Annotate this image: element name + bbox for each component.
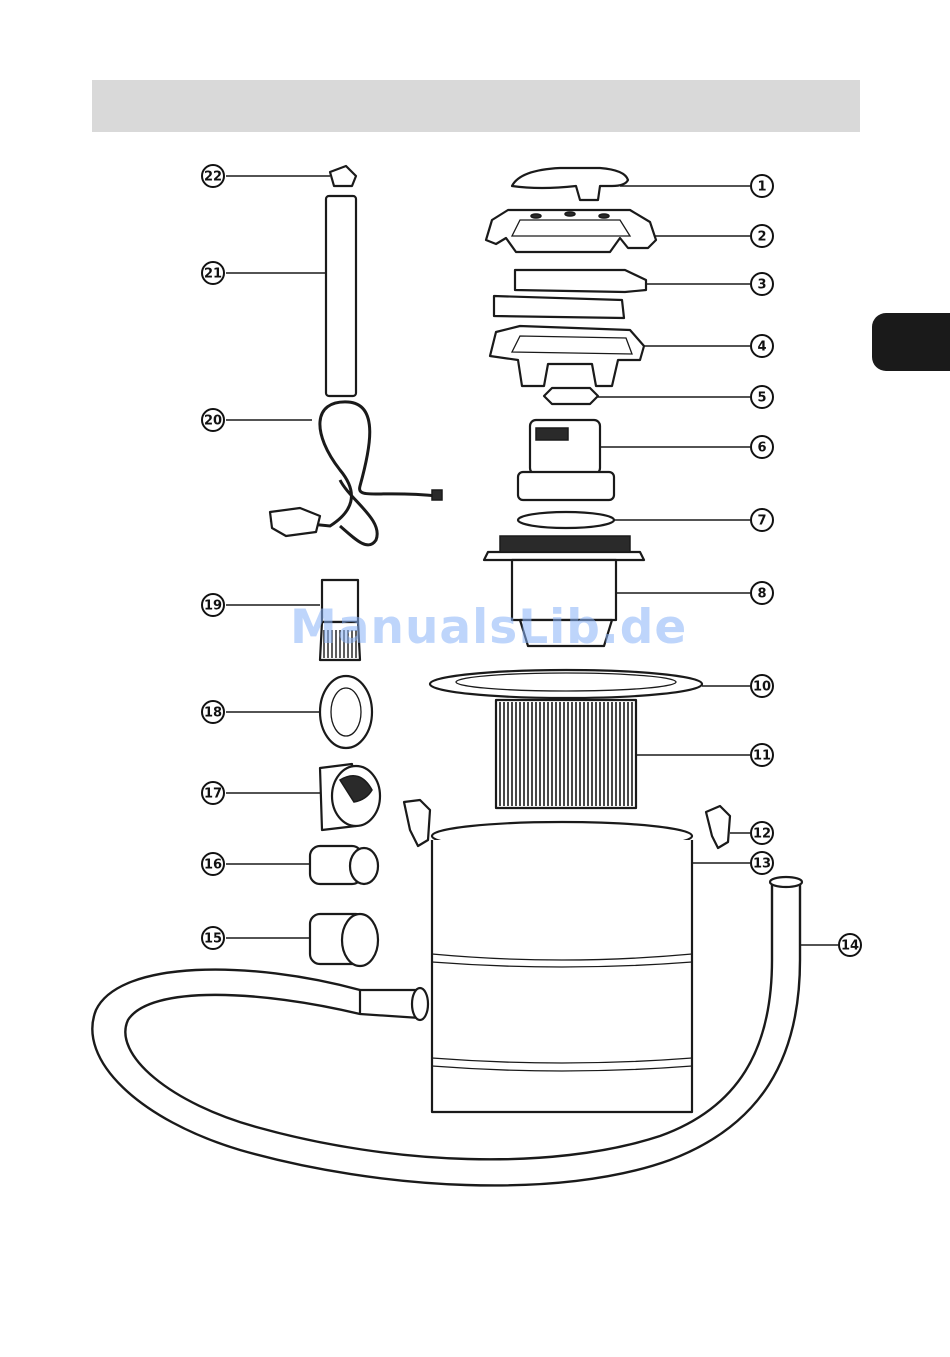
callout-label: 22	[204, 170, 222, 185]
callout-label: 13	[753, 857, 771, 872]
callout-21: 21	[202, 262, 224, 284]
part-connector	[544, 388, 598, 404]
callout-11: 11	[751, 744, 773, 766]
watermark-text: ManualsLib.de	[290, 600, 687, 655]
callout-3: 3	[751, 273, 773, 295]
callout-2: 2	[751, 225, 773, 247]
part-container-drum	[432, 822, 692, 1112]
callout-label: 16	[204, 858, 222, 873]
callout-label: 8	[757, 587, 766, 602]
callout-14: 14	[839, 934, 861, 956]
part-inlet-flange	[320, 764, 380, 830]
part-ring-adapter	[320, 676, 372, 748]
callout-label: 19	[204, 599, 222, 614]
callout-label: 11	[753, 749, 771, 764]
callout-label: 14	[841, 939, 859, 954]
callout-label: 2	[757, 230, 766, 245]
callout-label: 1	[757, 180, 766, 195]
part-end-cap	[330, 166, 356, 186]
callout-label: 3	[757, 278, 766, 293]
callout-label: 4	[757, 340, 766, 355]
callout-13: 13	[751, 852, 773, 874]
callout-6: 6	[751, 436, 773, 458]
callout-1: 1	[751, 175, 773, 197]
callout-label: 21	[204, 267, 222, 282]
callout-label: 10	[753, 680, 771, 695]
callout-19: 19	[202, 594, 224, 616]
callout-label: 5	[757, 391, 766, 406]
callout-label: 12	[753, 827, 771, 842]
callout-label: 15	[204, 932, 222, 947]
callout-7: 7	[751, 509, 773, 531]
part-power-cable	[270, 402, 442, 545]
part-flat-ring	[430, 670, 702, 698]
part-coupling	[310, 846, 378, 884]
part-cartridge-filter	[496, 700, 636, 808]
callout-10: 10	[751, 675, 773, 697]
callout-label: 18	[204, 706, 222, 721]
part-top-cover	[486, 210, 656, 252]
callout-17: 17	[202, 782, 224, 804]
part-motor	[518, 420, 614, 500]
part-ring-seal	[518, 512, 614, 528]
callout-4: 4	[751, 335, 773, 357]
callout-label: 6	[757, 441, 766, 456]
part-handle	[512, 168, 628, 200]
part-foam-filters	[494, 270, 646, 318]
callout-12: 12	[751, 822, 773, 844]
callout-15: 15	[202, 927, 224, 949]
callout-20: 20	[202, 409, 224, 431]
callout-label: 20	[204, 414, 222, 429]
part-extension-tube	[326, 196, 356, 396]
callout-18: 18	[202, 701, 224, 723]
callout-8: 8	[751, 582, 773, 604]
callout-label: 17	[204, 787, 222, 802]
callout-16: 16	[202, 853, 224, 875]
part-coupling-large	[310, 914, 378, 966]
callout-22: 22	[202, 165, 224, 187]
part-motor-housing	[490, 326, 644, 386]
callout-5: 5	[751, 386, 773, 408]
callout-label: 7	[757, 514, 766, 529]
